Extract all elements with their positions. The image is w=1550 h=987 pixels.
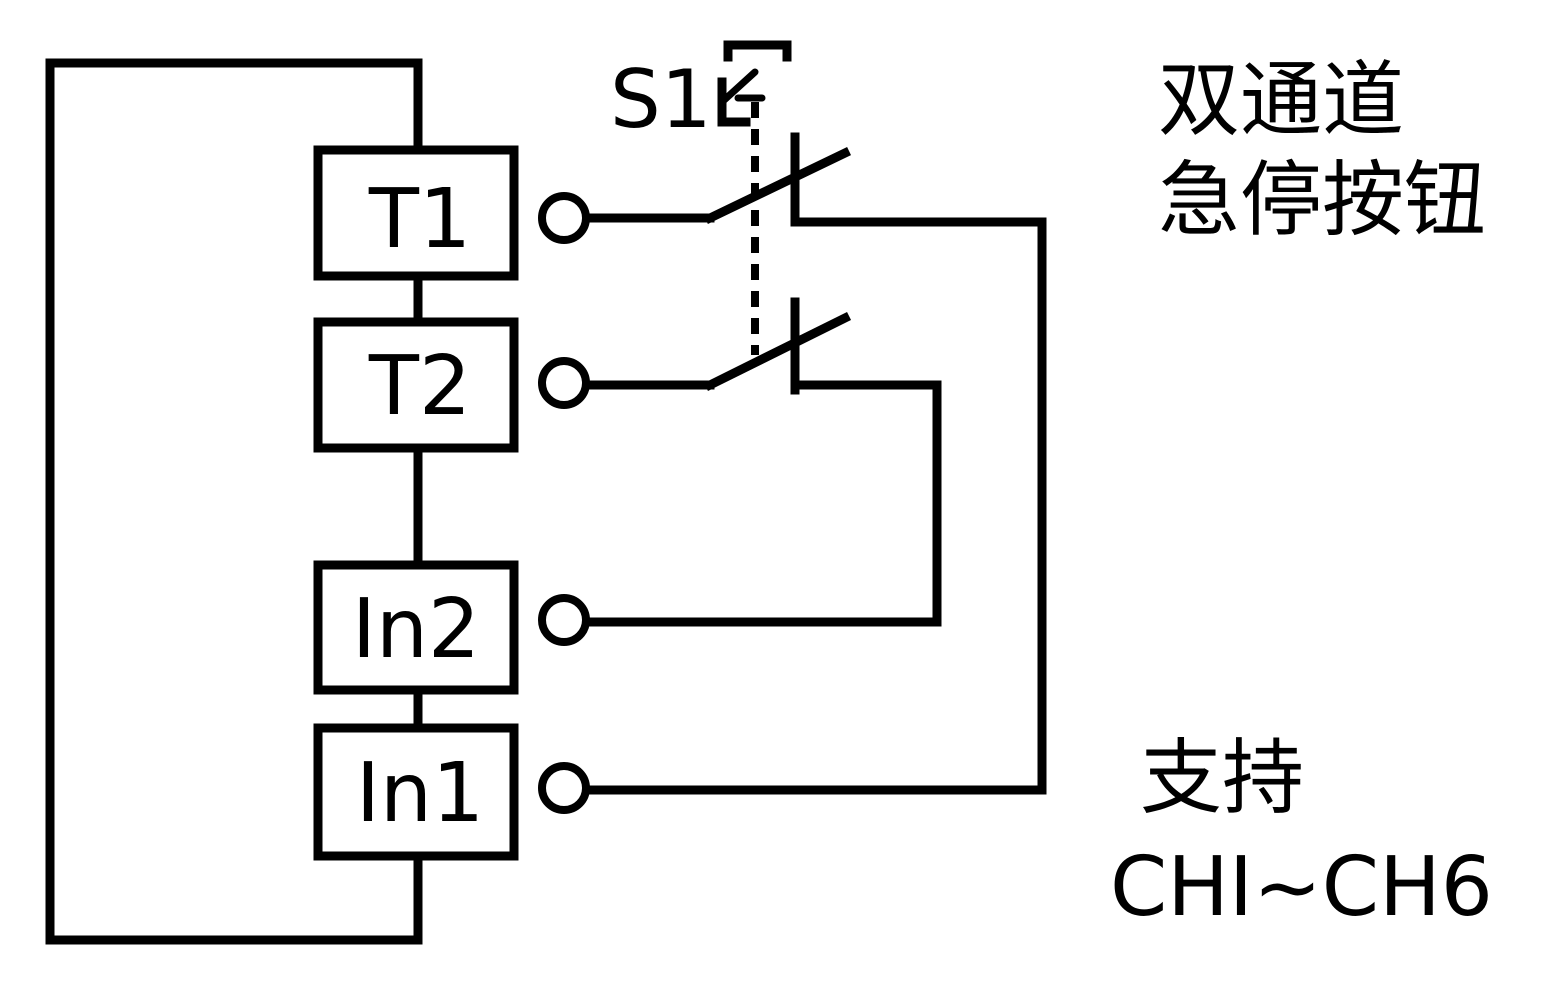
- terminal-block-t2: T2: [313, 317, 519, 453]
- emergency-stop-actuator-icon: [717, 40, 792, 127]
- switch-contact-lower: [703, 297, 852, 395]
- terminal-label-in2: In2: [352, 582, 480, 677]
- terminal-block-in2: In2: [313, 560, 519, 695]
- outer-loop-wire: [45, 58, 423, 945]
- terminal-block-in1: In1: [313, 723, 519, 861]
- terminal-label-t1: T1: [368, 172, 471, 267]
- wire-in2-return: [581, 380, 942, 627]
- terminal-point-in2: [538, 594, 590, 646]
- terminal-block-t1: T1: [313, 145, 519, 281]
- terminal-point-t1: [538, 192, 590, 244]
- note-emergency-stop-button: 急停按钮: [1158, 153, 1486, 248]
- switch-label: S1: [610, 53, 712, 146]
- note-channel-range: CHI~CH6: [1110, 840, 1493, 935]
- wire-in1-return: [581, 217, 1047, 795]
- switch-contact-upper: [703, 132, 852, 227]
- terminal-label-t2: T2: [368, 339, 471, 434]
- terminal-label-in1: In1: [356, 746, 484, 841]
- terminal-point-in1: [538, 762, 590, 814]
- note-dual-channel: 双通道: [1158, 53, 1404, 148]
- note-supports: 支持: [1140, 731, 1304, 826]
- terminal-point-t2: [538, 357, 590, 409]
